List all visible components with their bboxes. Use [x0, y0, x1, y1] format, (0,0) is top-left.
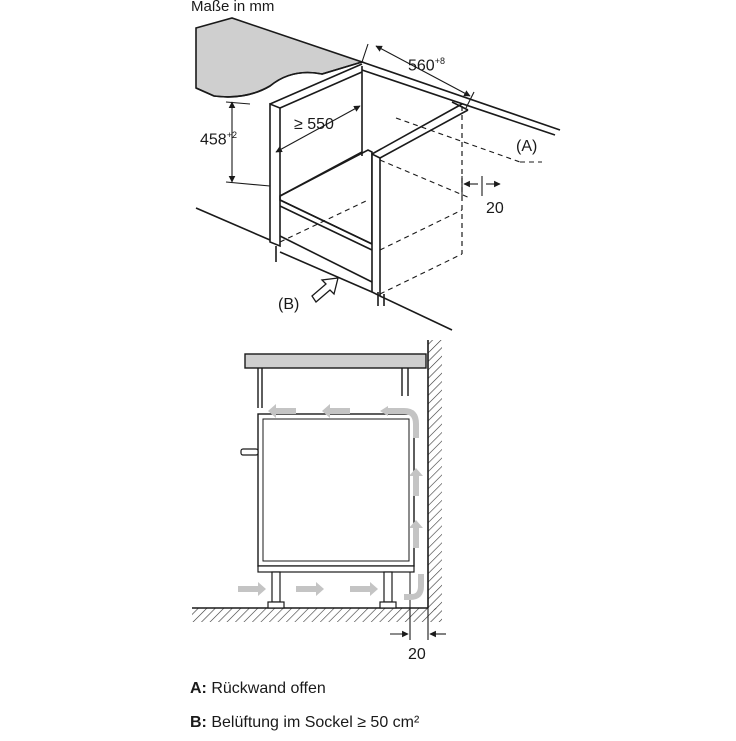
height-tolerance: +2 — [226, 130, 237, 140]
dimension-lines-bottom — [390, 608, 446, 640]
perspective-cabinet-view — [195, 17, 561, 331]
top-gap-dimension-label: 20 — [486, 200, 504, 217]
ventilation-arrow-b — [311, 277, 339, 303]
marker-a-label: (A) — [516, 138, 538, 155]
dimension-lines-top — [225, 43, 501, 196]
legend-text-a: Rückwand offen — [211, 680, 326, 697]
airflow-arrows — [238, 404, 424, 600]
units-label: Maße in mm — [191, 0, 275, 15]
width-value: 560 — [408, 57, 435, 75]
bottom-gap-dimension-label: 20 — [408, 646, 426, 663]
width-tolerance: +8 — [434, 56, 445, 66]
marker-b-label: (B) — [278, 296, 300, 313]
countertop-slab — [195, 17, 365, 98]
height-value: 458 — [200, 131, 227, 149]
depth-dimension-label: ≥ 550 — [294, 116, 334, 133]
legend-key-b: B: — [190, 714, 207, 731]
legend-key-a: A: — [190, 680, 207, 697]
height-dimension-label: 458+2 — [200, 130, 237, 149]
width-dimension-label: 560+8 — [408, 56, 445, 75]
side-section-view — [192, 340, 442, 622]
legend-item-a: A: Rückwand offen — [190, 680, 326, 698]
legend-item-b: B: Belüftung im Sockel ≥ 50 cm² — [190, 714, 419, 732]
legend-text-b: Belüftung im Sockel ≥ 50 cm² — [211, 714, 420, 731]
